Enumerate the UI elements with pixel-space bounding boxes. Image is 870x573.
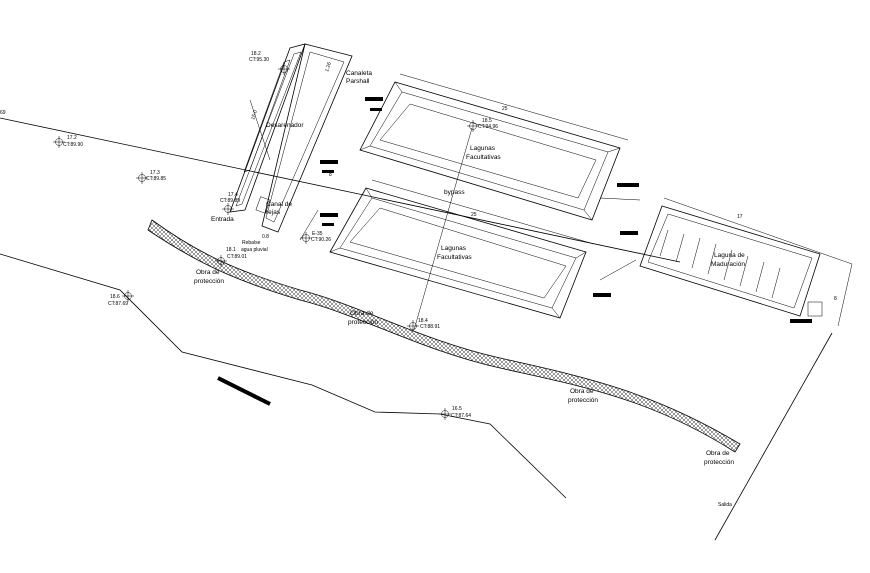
connection-line-3 xyxy=(599,197,641,201)
dimension-label: 8 xyxy=(329,172,332,178)
valve-symbol xyxy=(320,160,338,164)
point-label: E-35 xyxy=(312,231,323,237)
protection-wall xyxy=(147,219,741,453)
canal-label-2: rejas xyxy=(266,209,281,216)
desarenador xyxy=(229,43,353,233)
point-label: 17.3 xyxy=(150,170,160,176)
point-elevation: CT:89.89 xyxy=(220,198,240,204)
valve-symbol xyxy=(620,231,638,235)
laguna-upper-label: Lagunas xyxy=(470,145,496,152)
north-arrow-bar xyxy=(217,376,271,406)
laguna-facultativa-upper xyxy=(359,81,621,221)
canal-label: Canal de xyxy=(266,201,292,208)
outlet-line xyxy=(714,332,833,541)
terrain-line xyxy=(0,253,567,499)
point-elevation: CT:89.01 xyxy=(227,254,247,260)
dim-line-lower xyxy=(371,179,595,245)
point-elevation: CT:87.69 xyxy=(108,301,128,307)
dimension-label: 25 xyxy=(502,106,508,112)
valve-symbol xyxy=(322,223,334,226)
obra-label-2: protección xyxy=(704,459,734,466)
edge-label: 69 xyxy=(0,110,6,116)
dim-line-maduracion xyxy=(663,197,853,265)
valve-symbol xyxy=(593,293,611,297)
rebalse-label-2: agua pluvial xyxy=(241,247,268,253)
valve-symbol xyxy=(322,170,334,173)
obra-label-2: protección xyxy=(348,319,378,326)
point-label: 18.4 xyxy=(418,318,428,324)
entrada-label: Entrada xyxy=(211,216,234,223)
dim-line-upper xyxy=(399,73,629,141)
point-elevation: CT:95.30 xyxy=(249,57,269,63)
point-elevation: CT:88.91 xyxy=(420,324,440,330)
rebalse-label: Rebalse xyxy=(242,240,261,246)
dim-line-side xyxy=(837,263,853,327)
survey-markers xyxy=(53,63,479,420)
connection-line xyxy=(413,127,473,331)
point-label: 18.5 xyxy=(482,118,492,124)
dimension-label: 0.8 xyxy=(262,234,269,240)
desarenador-label: Desarenador xyxy=(266,122,304,129)
valve-symbol xyxy=(370,108,382,111)
valve-symbol xyxy=(320,213,338,217)
valve-symbol xyxy=(365,97,383,101)
point-elevation: CT:90.26 xyxy=(311,237,331,243)
dimension-label: 25 xyxy=(471,212,477,218)
connection-line-2 xyxy=(299,209,319,241)
point-label: 18.2 xyxy=(251,51,261,57)
dimension-label: 15.0 xyxy=(250,109,259,120)
obra-label: Obra de xyxy=(706,450,730,457)
dimension-label: 8 xyxy=(834,296,837,302)
laguna-mad-label: Laguna de xyxy=(714,252,745,259)
dimension-label: 17 xyxy=(737,214,743,220)
valve-symbol xyxy=(790,319,812,323)
bypass-label: bypass xyxy=(444,189,465,196)
obra-label: Obra de xyxy=(196,269,220,276)
survey-line xyxy=(0,117,681,263)
point-label: 18.1 xyxy=(226,247,236,253)
obra-label: Obra de xyxy=(350,310,374,317)
laguna-lower-label-2: Facultativas xyxy=(437,254,472,261)
point-elevation: CT:89.85 xyxy=(146,176,166,182)
laguna-maduracion xyxy=(639,205,823,317)
valve-symbol xyxy=(617,183,639,187)
point-label: 17.4 xyxy=(228,192,238,198)
laguna-mad-label-2: Maduración xyxy=(711,261,745,268)
point-label: 18.6 xyxy=(110,294,120,300)
canaleta-label-2: Parshall xyxy=(346,78,370,85)
point-elevation: CT:94.96 xyxy=(478,124,498,130)
obra-label: Obra de xyxy=(570,388,594,395)
laguna-facultativa-lower xyxy=(329,187,587,319)
dimension-label: 1.26 xyxy=(324,61,333,72)
obra-label-2: protección xyxy=(194,278,224,285)
connection-line-4 xyxy=(599,259,637,281)
dim-line-desarenador xyxy=(249,99,271,161)
laguna-upper-label-2: Facultativas xyxy=(466,154,501,161)
point-elevation: CT:89.90 xyxy=(63,142,83,148)
point-label: 16.5 xyxy=(452,406,462,412)
salida-label: Salida xyxy=(718,502,732,508)
point-label: 17.2 xyxy=(67,135,77,141)
point-elevation: CT:87.64 xyxy=(451,413,471,419)
laguna-lower-label: Lagunas xyxy=(441,245,467,252)
canaleta-label: Canaleta xyxy=(346,70,372,77)
obra-label-2: protección xyxy=(568,397,598,404)
